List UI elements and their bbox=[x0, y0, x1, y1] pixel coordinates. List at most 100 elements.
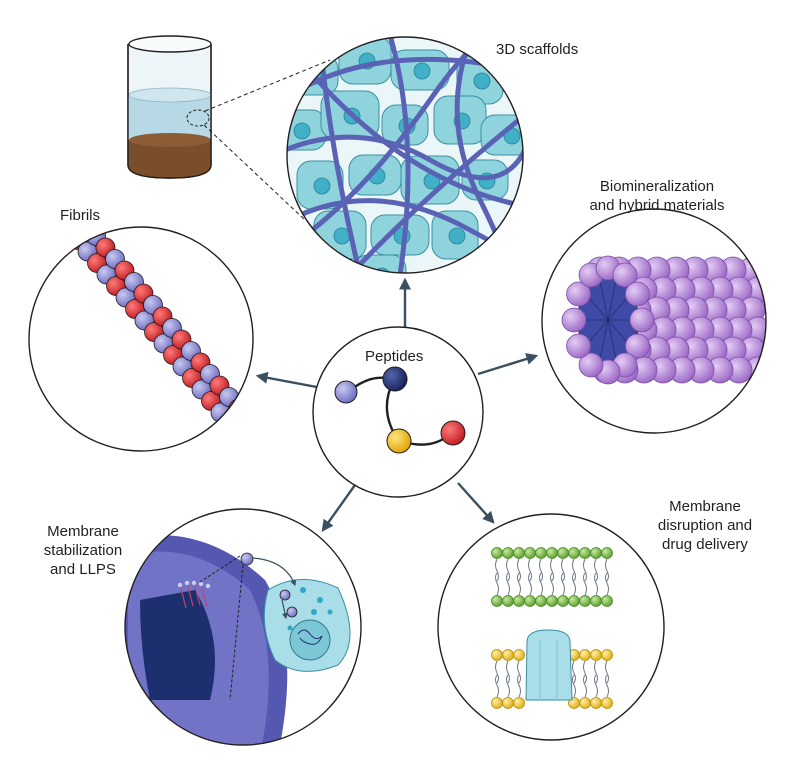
lipid-head bbox=[535, 547, 547, 559]
lipid-head bbox=[513, 649, 525, 661]
lipid-head bbox=[491, 697, 503, 709]
nucleus bbox=[140, 590, 215, 700]
lipid-head bbox=[557, 547, 569, 559]
lipid-tail bbox=[583, 660, 587, 684]
mineral-sphere bbox=[561, 307, 587, 333]
biomineralization-label: Biomineralization and hybrid materials bbox=[567, 177, 747, 215]
mineral-sphere bbox=[612, 262, 638, 288]
cell-nucleus bbox=[473, 72, 491, 90]
membrane-stabilization-label: Membrane stabilization and LLPS bbox=[28, 522, 138, 579]
lipid-head bbox=[590, 649, 602, 661]
amino-acid-yellow bbox=[386, 428, 412, 454]
lipid-tail bbox=[506, 572, 510, 596]
membrane-stabilization-label-line2: stabilization bbox=[43, 542, 123, 559]
lipid-head bbox=[601, 649, 613, 661]
lipid-tail bbox=[517, 674, 521, 698]
arrow-to-fibrils bbox=[255, 371, 323, 390]
lipid-head bbox=[513, 547, 525, 559]
peptides-center bbox=[312, 326, 484, 498]
lipid-tail bbox=[605, 660, 609, 684]
lipid-tail bbox=[561, 558, 565, 582]
lipid-tail bbox=[506, 660, 510, 684]
membrane-disruption-label: Membrane disruption and drug delivery bbox=[640, 497, 770, 554]
lipid-tail bbox=[594, 660, 598, 684]
lipid-head bbox=[546, 547, 558, 559]
lipid-tail bbox=[517, 660, 521, 684]
cell-nucleus bbox=[448, 227, 466, 245]
lipid-head bbox=[502, 697, 514, 709]
arrow-to-biomineralization bbox=[477, 353, 539, 376]
lipid-tail bbox=[605, 558, 609, 582]
pore-bilayer bbox=[491, 649, 613, 709]
lipid-head bbox=[568, 547, 580, 559]
biomineralization-label-line1: Biomineralization bbox=[599, 178, 715, 195]
lipid-head bbox=[491, 649, 503, 661]
lipid-tail bbox=[495, 660, 499, 684]
lipid-head bbox=[601, 547, 613, 559]
cell-nucleus bbox=[313, 177, 331, 195]
blue-bead bbox=[219, 387, 239, 407]
gel-vial bbox=[127, 35, 331, 221]
lipid-head bbox=[579, 547, 591, 559]
lipid-tail bbox=[583, 558, 587, 582]
lipid-tail bbox=[517, 572, 521, 596]
lipid-head bbox=[579, 697, 591, 709]
lipid-head bbox=[535, 595, 547, 607]
membrane-stabilization-panel bbox=[124, 508, 362, 746]
lipid-tail bbox=[506, 558, 510, 582]
lipid-tail bbox=[572, 558, 576, 582]
lipid-head bbox=[524, 595, 536, 607]
cell-nucleus bbox=[293, 122, 311, 140]
lipid-head bbox=[502, 649, 514, 661]
lipid-head bbox=[513, 595, 525, 607]
lipid-tail bbox=[594, 572, 598, 596]
lipid-head bbox=[601, 595, 613, 607]
cell-nucleus bbox=[413, 62, 431, 80]
scaffold-cell bbox=[353, 254, 407, 273]
lipid-tail bbox=[550, 558, 554, 582]
lipid-head bbox=[590, 547, 602, 559]
arrow-to-membrane-stabilization bbox=[321, 484, 356, 532]
lipid-tail bbox=[517, 558, 521, 582]
lipid-head bbox=[590, 595, 602, 607]
mineral-tube bbox=[561, 255, 766, 385]
lipid-tail bbox=[561, 572, 565, 596]
scaffolds-label: 3D scaffolds bbox=[496, 41, 579, 58]
lipid-tail bbox=[528, 572, 532, 596]
lipid-tail bbox=[495, 572, 499, 596]
lipid-tail bbox=[594, 558, 598, 582]
membrane-disruption-label-line2: disruption and bbox=[657, 517, 753, 534]
membrane-disruption-label-line1: Membrane bbox=[669, 498, 741, 515]
lipid-head bbox=[601, 697, 613, 709]
lipid-head bbox=[491, 547, 503, 559]
fibril-chain bbox=[68, 227, 249, 423]
membrane-disruption-panel bbox=[437, 513, 665, 741]
lipid-head bbox=[590, 697, 602, 709]
arrow-to-membrane-disruption bbox=[457, 482, 495, 524]
lipid-tail bbox=[594, 674, 598, 698]
biomineralization-panel bbox=[541, 208, 767, 434]
lipid-head bbox=[568, 595, 580, 607]
mineral-sphere bbox=[625, 333, 650, 359]
lipid-head bbox=[546, 595, 558, 607]
lipid-tail bbox=[583, 572, 587, 596]
amino-acid-red bbox=[440, 420, 466, 446]
lipid-head bbox=[513, 697, 525, 709]
lipid-head bbox=[502, 547, 514, 559]
lipid-tail bbox=[572, 660, 576, 684]
scaffolds-panel bbox=[286, 36, 524, 274]
lipid-head bbox=[579, 595, 591, 607]
arrows bbox=[255, 277, 539, 532]
lipid-tail bbox=[495, 558, 499, 582]
lipid-tail bbox=[539, 572, 543, 596]
amino-acid-navy bbox=[382, 366, 408, 392]
lipid-tail bbox=[605, 572, 609, 596]
lipid-head bbox=[491, 595, 503, 607]
lipid-tail bbox=[539, 558, 543, 582]
fibrils-panel bbox=[28, 226, 254, 452]
mineral-sphere bbox=[629, 307, 655, 333]
lipid-tail bbox=[605, 674, 609, 698]
lipid-head bbox=[579, 649, 591, 661]
fibrils-label: Fibrils bbox=[60, 207, 100, 224]
